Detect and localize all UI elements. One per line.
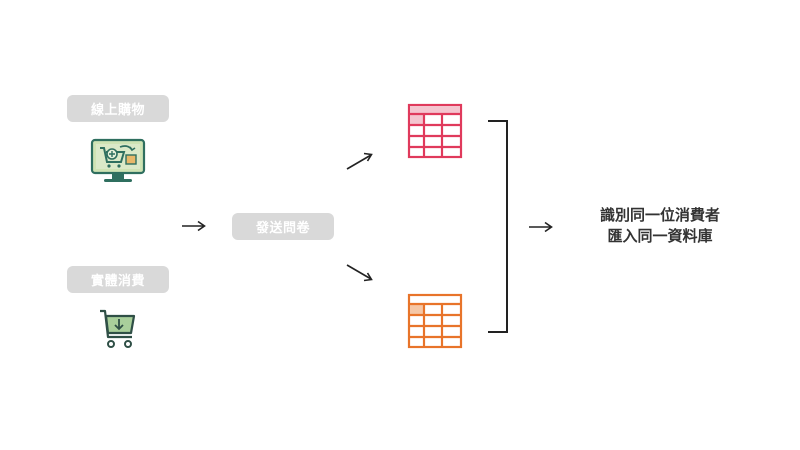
table-icon-store: [407, 293, 463, 349]
source-online-shopping-label: 線上購物: [67, 95, 169, 122]
table-icon-online: [407, 103, 463, 159]
shopping-cart-icon: [100, 309, 136, 348]
source-physical-store-label: 實體消費: [67, 266, 169, 293]
arrow-up-right-icon: [346, 152, 373, 170]
result-line-2: 匯入同一資料庫: [607, 227, 713, 245]
arrow-to-survey-icon: [182, 220, 206, 232]
process-send-survey-label: 發送問卷: [232, 213, 334, 240]
computer-shopping-cart-icon: [90, 138, 146, 182]
arrow-to-result-icon: [529, 221, 553, 233]
result-text: 識別同一位消費者 匯入同一資料庫: [560, 205, 760, 247]
merge-bracket: [488, 120, 508, 333]
result-line-1: 識別同一位消費者: [599, 206, 720, 224]
arrow-down-right-icon: [346, 264, 373, 282]
